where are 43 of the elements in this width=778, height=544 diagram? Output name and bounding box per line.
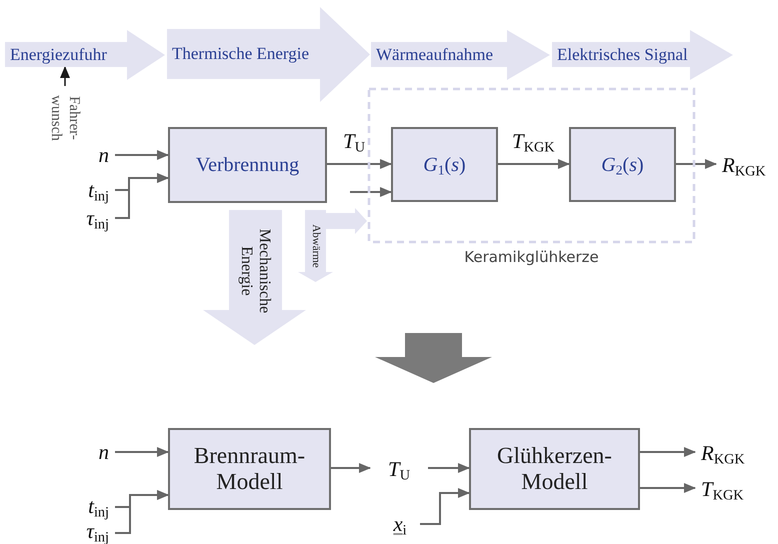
band-label: Abwärme (310, 224, 322, 268)
arrow (640, 483, 696, 493)
arrow (331, 463, 371, 473)
model-box: Glühkerzen- Modell (469, 428, 640, 510)
energy-banner (203, 210, 306, 345)
band-label: Wärmeaufnahme (376, 44, 494, 64)
stage-banner (371, 30, 550, 80)
band-label: Thermische Energie (172, 44, 310, 64)
heat-banner (298, 208, 367, 282)
signal-label: τ$_{inj}$ (66, 204, 115, 232)
arrow (640, 447, 696, 457)
signal-label: t$_{inj}$ (66, 493, 115, 519)
stage-banner (552, 30, 733, 80)
stage-banner (5, 30, 165, 80)
arrow (428, 463, 470, 473)
arrow (676, 159, 717, 169)
signal-label: R$_{KGK}$ (716, 150, 776, 180)
arrow (327, 159, 392, 169)
arrow (60, 66, 70, 86)
signal-label: n (78, 141, 115, 169)
group-label: Keramikglühkerze (463, 248, 600, 266)
signal-label: T$_{KGK}$ (695, 474, 775, 504)
signal-label: t$_{inj}$ (66, 176, 115, 204)
arrow (115, 150, 169, 160)
arrow (498, 159, 570, 169)
stage-banner (167, 7, 370, 102)
band-label: Mechanische Energie (236, 228, 272, 315)
arrow (420, 488, 470, 525)
block-box: G$_{1}$(s) (391, 127, 498, 202)
signal-label: n (78, 438, 115, 466)
arrow (350, 187, 392, 197)
band-label: Energiezufuhr (10, 44, 107, 64)
signal-label: x$_{i}$ (380, 509, 420, 539)
block-box: G$_{2}$(s) (569, 127, 676, 202)
arrow (115, 447, 169, 457)
block-box: Verbrennung (168, 127, 327, 203)
signal-label: R$_{KGK}$ (695, 438, 775, 468)
band-label: Elektrisches Signal (557, 44, 688, 64)
signal-label: T$_{U}$ (370, 454, 428, 484)
model-box: Brennraum- Modell (168, 428, 331, 510)
arrow (115, 173, 169, 219)
arrow (115, 490, 169, 534)
rotated-label: Fahrer- wunsch (47, 94, 83, 143)
